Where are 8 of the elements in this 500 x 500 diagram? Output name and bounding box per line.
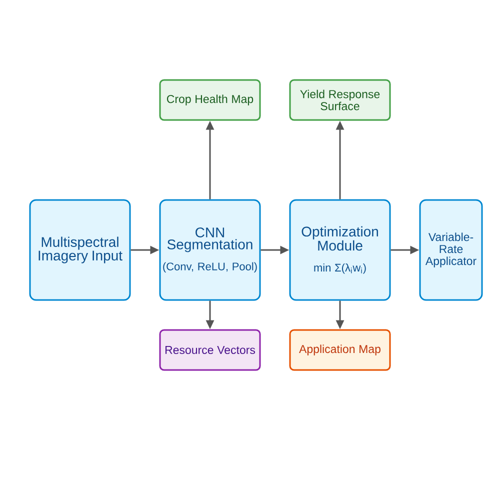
process-box: Variable-Rate Applicator [419,199,483,301]
output-box: Yield Response Surface [289,79,391,121]
process-box: Optimization Module min Σ(λ$_{i}$w$_{i}$) [289,199,391,301]
output-box: Crop Health Map [159,79,261,121]
process-box: CNN Segmentation (Conv, ReLU, Pool) [159,199,261,301]
output-box: Application Map [289,329,391,371]
output-box: Resource Vectors [159,329,261,371]
process-box: Multispectral Imagery Input [29,199,131,301]
